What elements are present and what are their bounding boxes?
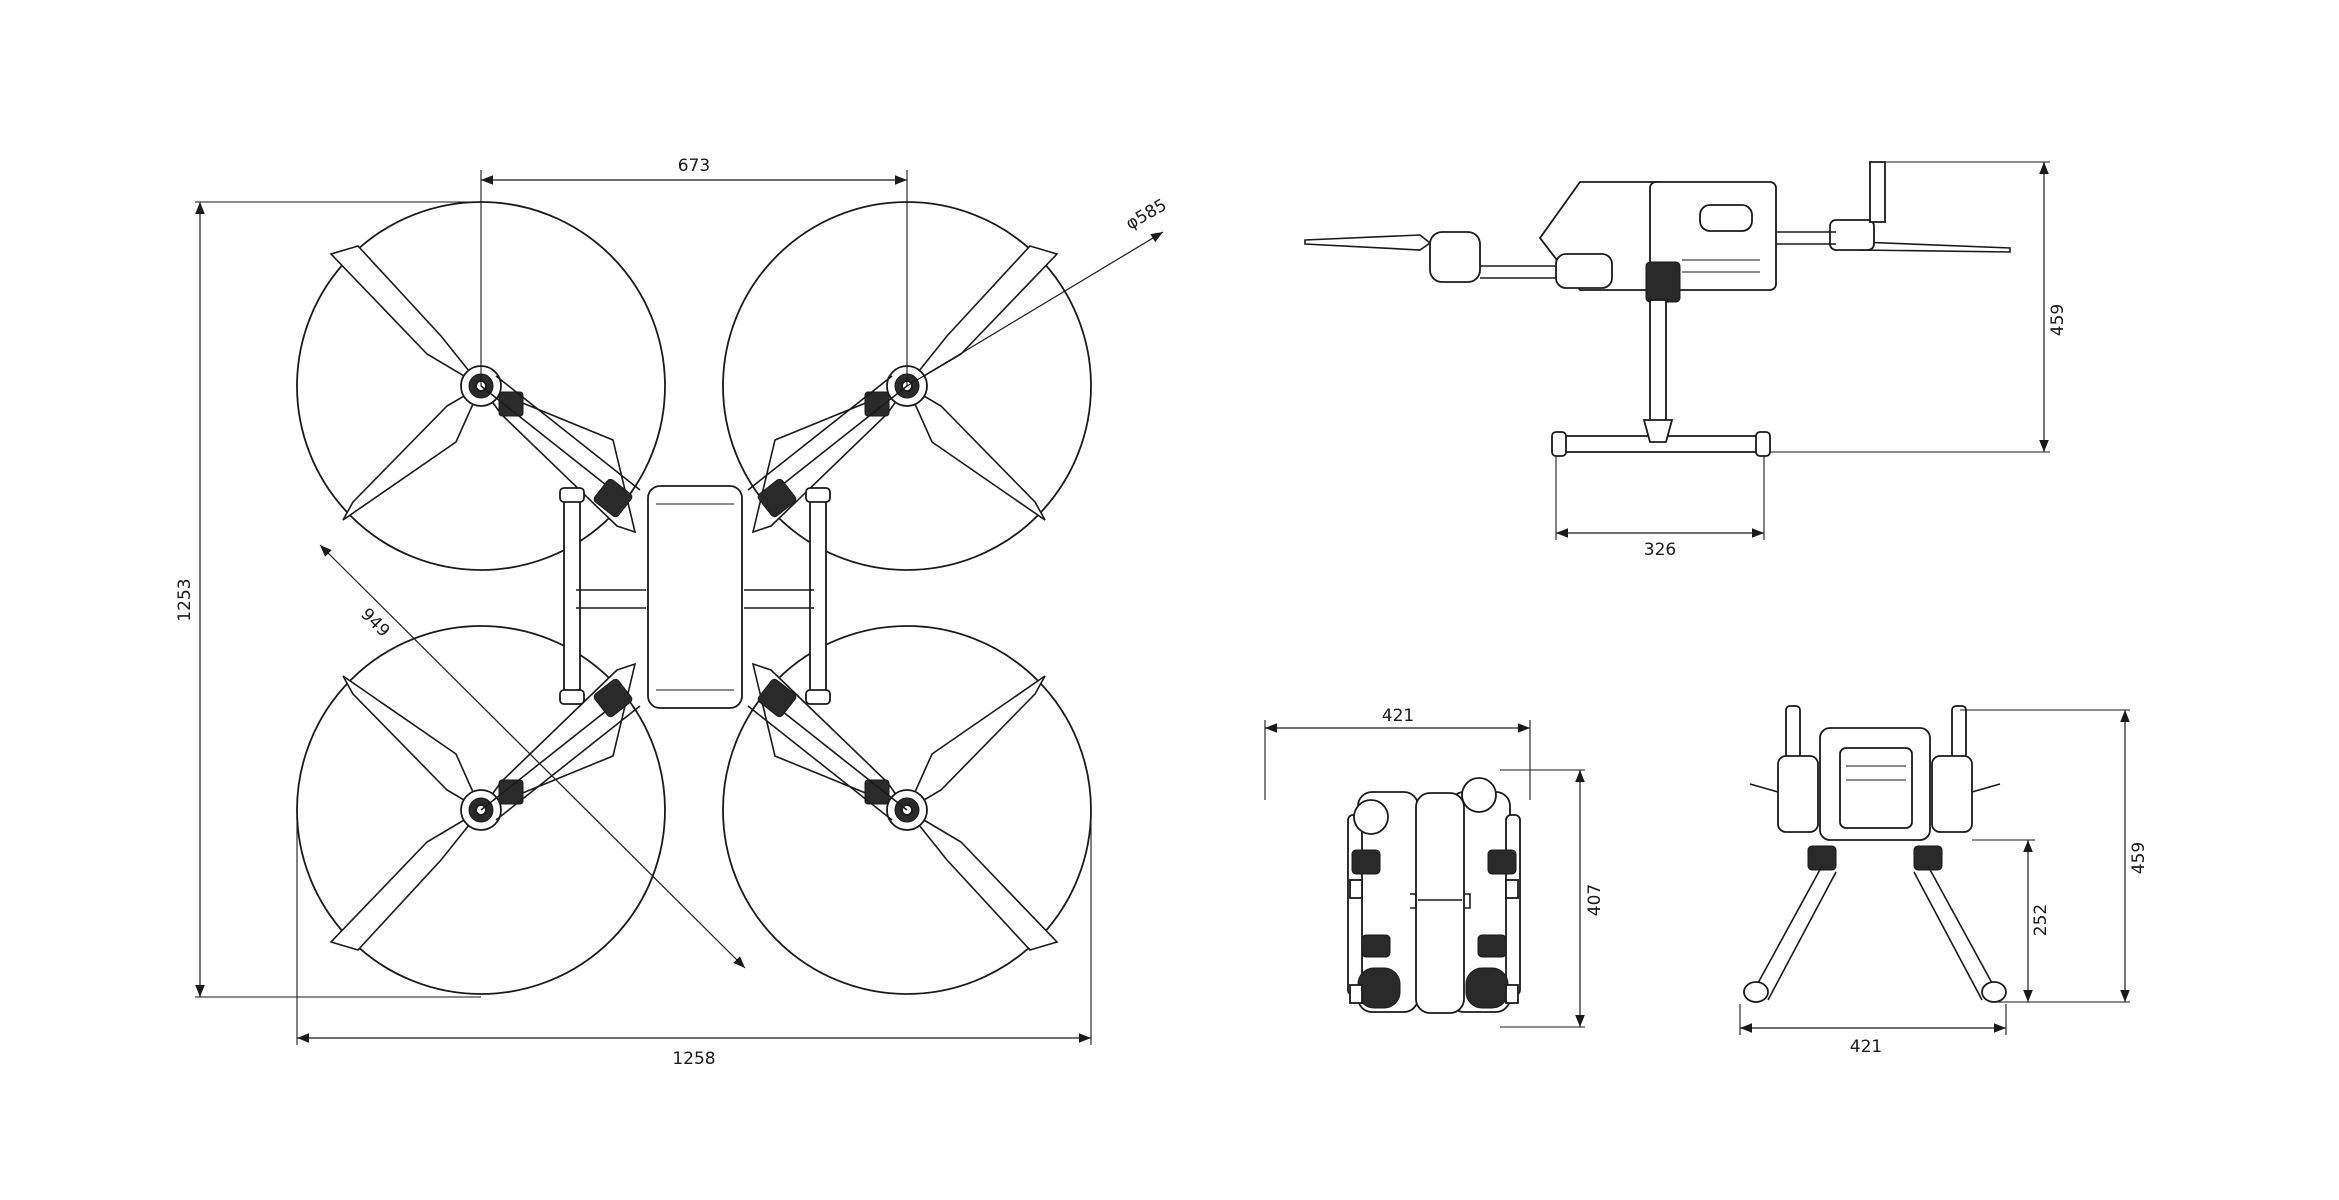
side-view <box>1304 161 2011 457</box>
dim-1258: 1258 <box>672 1049 715 1069</box>
dim-side-459: 459 <box>2048 304 2068 336</box>
dim-949: 949 <box>356 604 393 641</box>
dim-252: 252 <box>2031 904 2051 936</box>
dim-1253: 1253 <box>175 578 195 621</box>
front-view-dimensions: 459 252 421 <box>1739 709 2149 1057</box>
front-view <box>1743 705 2007 1003</box>
folded-view <box>1347 777 1521 1014</box>
dim-folded-421: 421 <box>1382 706 1414 726</box>
dim-326: 326 <box>1644 540 1676 560</box>
fuselage <box>647 485 743 709</box>
folded-view-dimensions: 421 407 <box>1264 706 1605 1028</box>
side-view-dimensions: 459 326 <box>1555 161 2068 560</box>
dim-407: 407 <box>1585 884 1605 916</box>
dim-673: 673 <box>678 156 710 176</box>
top-view <box>296 201 1092 995</box>
dim-prop-diameter: φ585 <box>1123 195 1171 234</box>
dim-front-459: 459 <box>2129 842 2149 874</box>
dim-front-421: 421 <box>1850 1037 1882 1057</box>
